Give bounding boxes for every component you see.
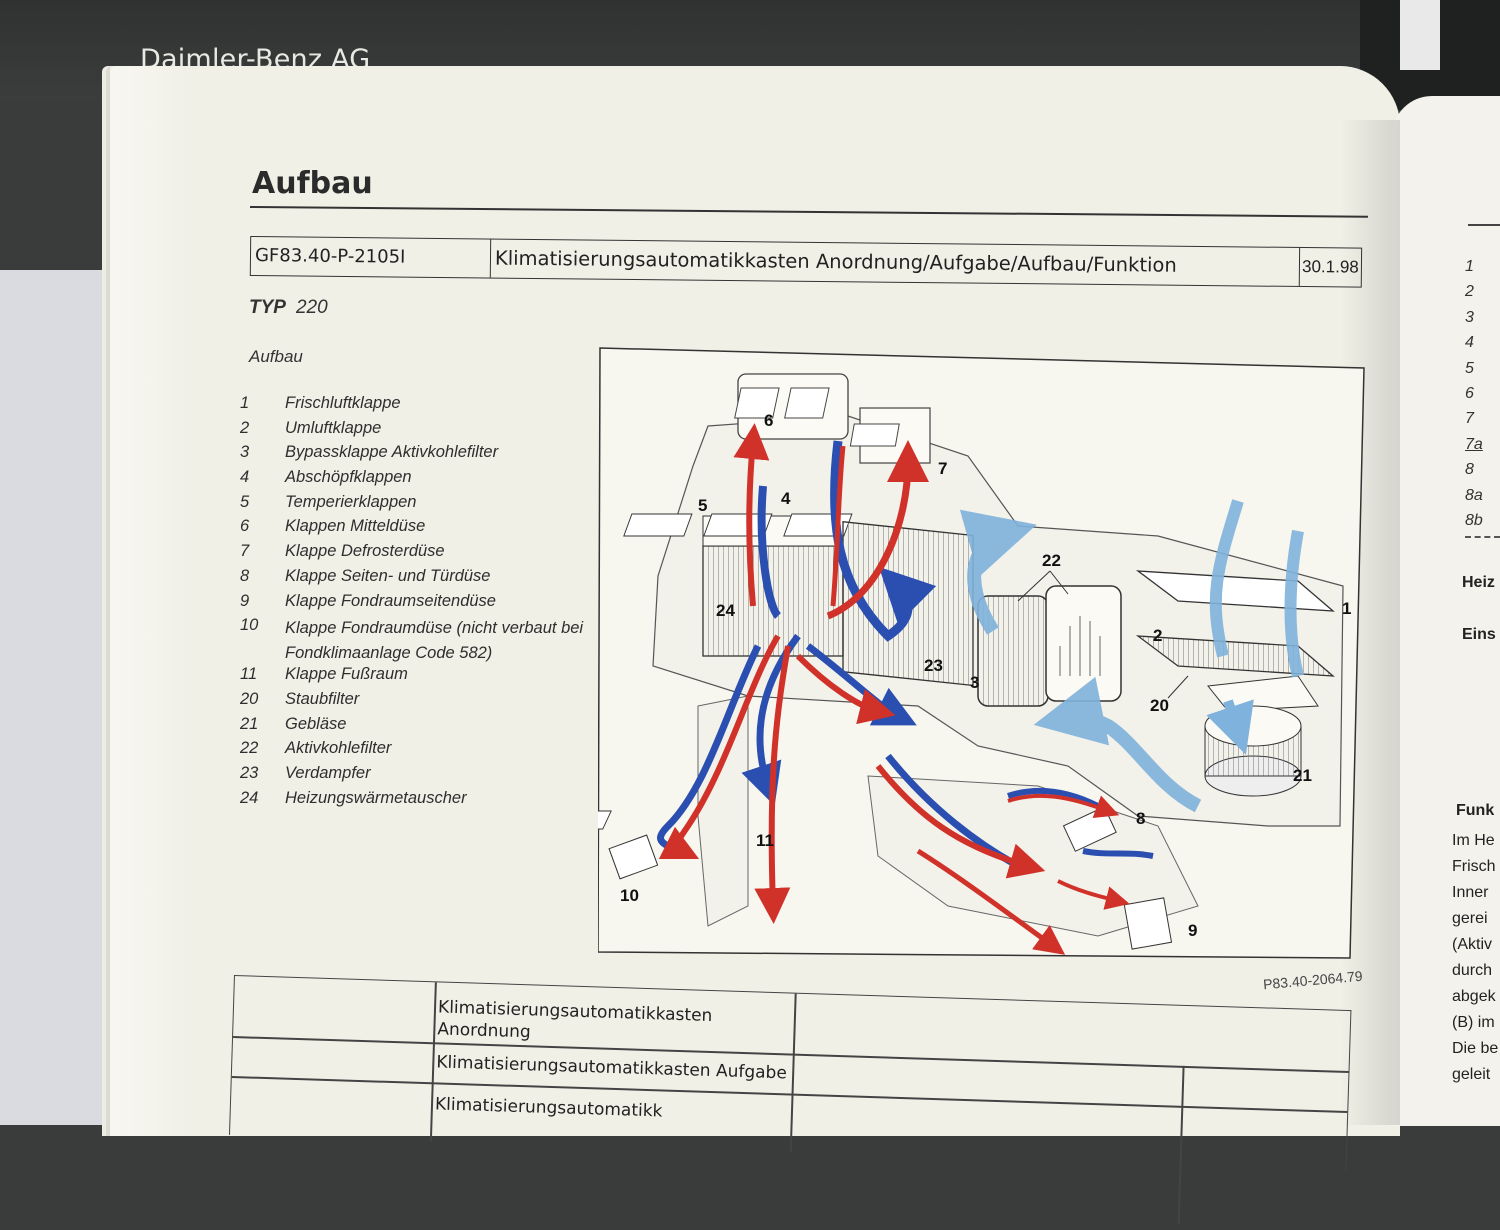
background-surface <box>0 270 112 1125</box>
fresh-recirc-flaps <box>1135 570 1335 712</box>
diagram-label: 23 <box>924 656 943 675</box>
diagram-label: 9 <box>1188 921 1197 940</box>
background-card <box>1400 0 1440 70</box>
diagram-label: 2 <box>1153 626 1162 645</box>
right-page-number-list: 1 2 3 4 5 6 7 7a 8 8a 8b <box>1465 258 1483 529</box>
diagram-label: 22 <box>1042 551 1061 570</box>
reference-table: Klimatisierungsautomatikkasten Anordnung… <box>228 975 1352 1225</box>
document-date: 30.1.98 <box>1298 247 1362 287</box>
diagram-label: 8 <box>1136 809 1145 828</box>
activated-carbon-filters <box>977 585 1122 707</box>
diagram-label: 21 <box>1293 766 1312 785</box>
rear-vent-flap <box>608 834 659 880</box>
right-page <box>1392 96 1500 1126</box>
type-value: 220 <box>295 297 328 318</box>
diagram-label: 4 <box>781 489 791 508</box>
hvac-airflow-diagram: 6 7 5 4 24 23 22 3 2 1 20 21 8 9 11 10 <box>598 347 1365 959</box>
section-subheading: Aufbau <box>249 347 303 366</box>
right-page-heading: Heiz <box>1462 574 1495 591</box>
heater-core <box>702 515 844 657</box>
page-heading: Aufbau <box>252 166 373 201</box>
right-page-text: Im He Frisch Inner gerei (Aktiv durch ab… <box>1452 832 1499 1083</box>
table-row: Klimatisierungsautomatikkasten Aufgabe <box>436 1052 788 1084</box>
diagram-label: 11 <box>756 831 774 850</box>
right-page-heading: Funk <box>1456 802 1495 819</box>
center-vent-flaps <box>734 373 849 440</box>
diagram-label: 10 <box>620 886 639 905</box>
diagram-label: 3 <box>970 673 979 692</box>
diagram-label: 20 <box>1150 696 1169 715</box>
document-title: Klimatisierungsautomatikkasten Anordnung… <box>494 246 1177 277</box>
page-gloss <box>110 66 190 1136</box>
right-page-heading: Eins <box>1462 626 1496 643</box>
type-label: TYP <box>249 297 286 318</box>
diagram-label: 7 <box>938 459 947 478</box>
diagram-label: 1 <box>1342 599 1351 618</box>
right-page-rule <box>1468 224 1500 226</box>
table-row: Klimatisierungsautomatikk <box>434 1094 663 1122</box>
footwell-flap <box>598 810 612 830</box>
right-page-dashed-rule <box>1465 536 1500 538</box>
document-code: GF83.40-P-2105I <box>250 237 492 278</box>
diagram-label: 24 <box>716 601 735 620</box>
diagram-label: 5 <box>698 496 707 515</box>
type-line: TYP 220 <box>249 297 328 319</box>
diagram-label: 6 <box>764 411 773 430</box>
blower <box>1204 705 1302 797</box>
defrost-flap <box>849 407 931 464</box>
rear-side-vent-flap <box>1123 897 1173 950</box>
temperature-flaps <box>623 513 853 537</box>
